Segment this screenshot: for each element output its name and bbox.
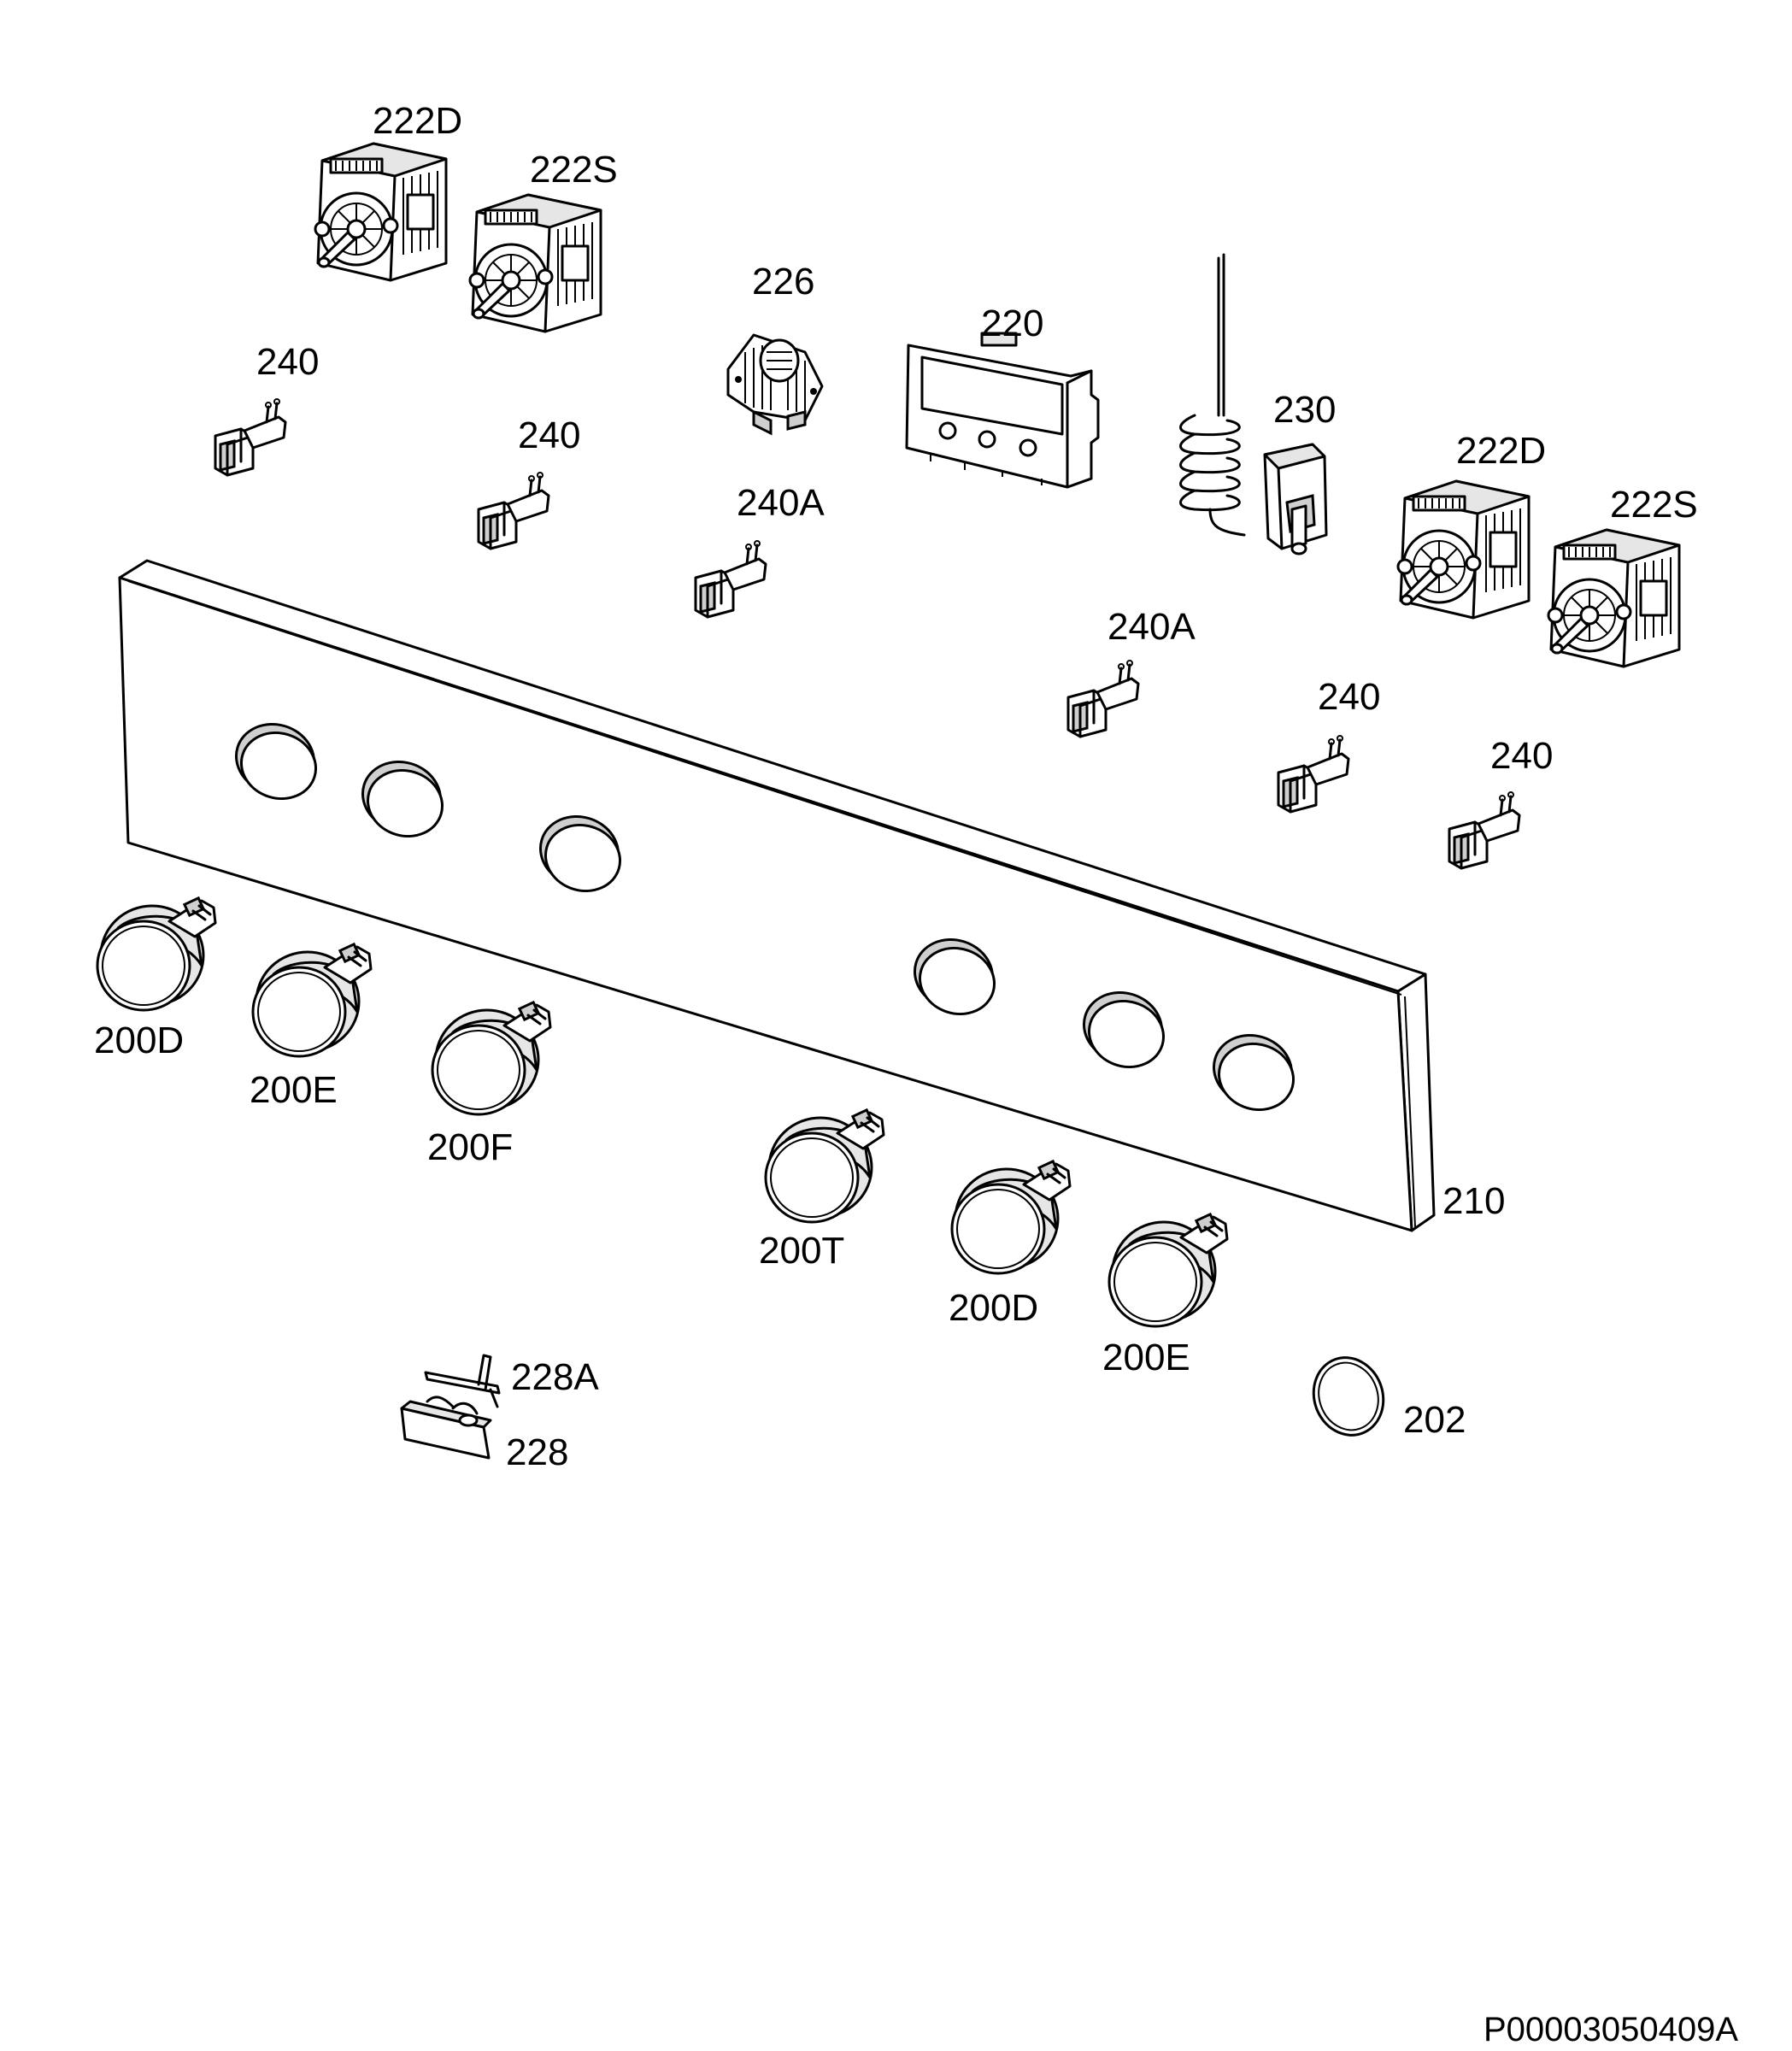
part-label-200e-b: 200E — [1102, 1337, 1190, 1378]
part-label-200e-a: 200E — [250, 1069, 338, 1111]
indicator-lamp-240a-a — [694, 539, 767, 619]
indicator-lamp-240-c — [1277, 734, 1350, 814]
part-label-240-d: 240 — [1490, 735, 1553, 777]
part-label-228a: 228A — [511, 1356, 599, 1398]
panel-hole-5 — [1082, 990, 1166, 1069]
knob-200d-a — [96, 896, 217, 1012]
part-label-240-c: 240 — [1318, 676, 1380, 718]
part-label-210: 210 — [1442, 1180, 1505, 1222]
panel-hole-2 — [361, 760, 444, 838]
part-label-222s-right: 222S — [1610, 484, 1698, 526]
part-label-220: 220 — [981, 303, 1043, 344]
rotary-switch-222d-top — [314, 142, 448, 282]
control-panel-210 — [118, 559, 1436, 1232]
part-label-240a-b: 240A — [1108, 606, 1196, 648]
part-label-200t: 200T — [759, 1230, 844, 1272]
rotary-switch-222d-right — [1396, 479, 1531, 620]
drawing-id: P00003050409A — [1484, 2011, 1738, 2048]
ring-202 — [1312, 1356, 1385, 1437]
part-label-222s-top: 222S — [530, 149, 618, 191]
part-label-200d-b: 200D — [949, 1287, 1038, 1329]
part-label-240-a: 240 — [256, 341, 319, 383]
bracket-228a — [424, 1354, 501, 1408]
rotary-switch-222s-top — [468, 193, 602, 333]
thermostat-230 — [1179, 253, 1328, 555]
part-label-200d-a: 200D — [94, 1020, 184, 1061]
knob-200e-a — [251, 943, 373, 1058]
knob-200f — [431, 1001, 552, 1116]
handle-228 — [400, 1396, 492, 1460]
panel-hole-4 — [913, 937, 996, 1016]
part-label-228: 228 — [506, 1431, 568, 1473]
part-label-200f: 200F — [427, 1126, 513, 1168]
indicator-lamp-240-b — [477, 471, 550, 550]
part-label-202: 202 — [1403, 1399, 1466, 1441]
panel-hole-6 — [1212, 1033, 1296, 1112]
indicator-lamp-240-a — [214, 397, 287, 477]
part-label-230: 230 — [1273, 389, 1336, 431]
indicator-lamp-240-d — [1448, 790, 1521, 870]
indicator-lamp-240a-b — [1066, 659, 1140, 738]
part-label-240-b: 240 — [518, 414, 580, 456]
knob-200d-b — [950, 1160, 1072, 1275]
display-module-220 — [905, 332, 1100, 489]
knob-200t — [764, 1108, 885, 1224]
part-label-222d-right: 222D — [1456, 430, 1546, 472]
knob-200e-b — [1108, 1213, 1229, 1328]
part-label-240a-a: 240A — [737, 482, 825, 524]
panel-hole-3 — [538, 814, 622, 893]
part-label-226: 226 — [752, 261, 814, 303]
rotary-switch-222s-right — [1547, 528, 1681, 668]
panel-hole-1 — [234, 722, 318, 801]
part-label-222d-top: 222D — [373, 100, 462, 142]
selector-switch-226 — [726, 333, 824, 436]
